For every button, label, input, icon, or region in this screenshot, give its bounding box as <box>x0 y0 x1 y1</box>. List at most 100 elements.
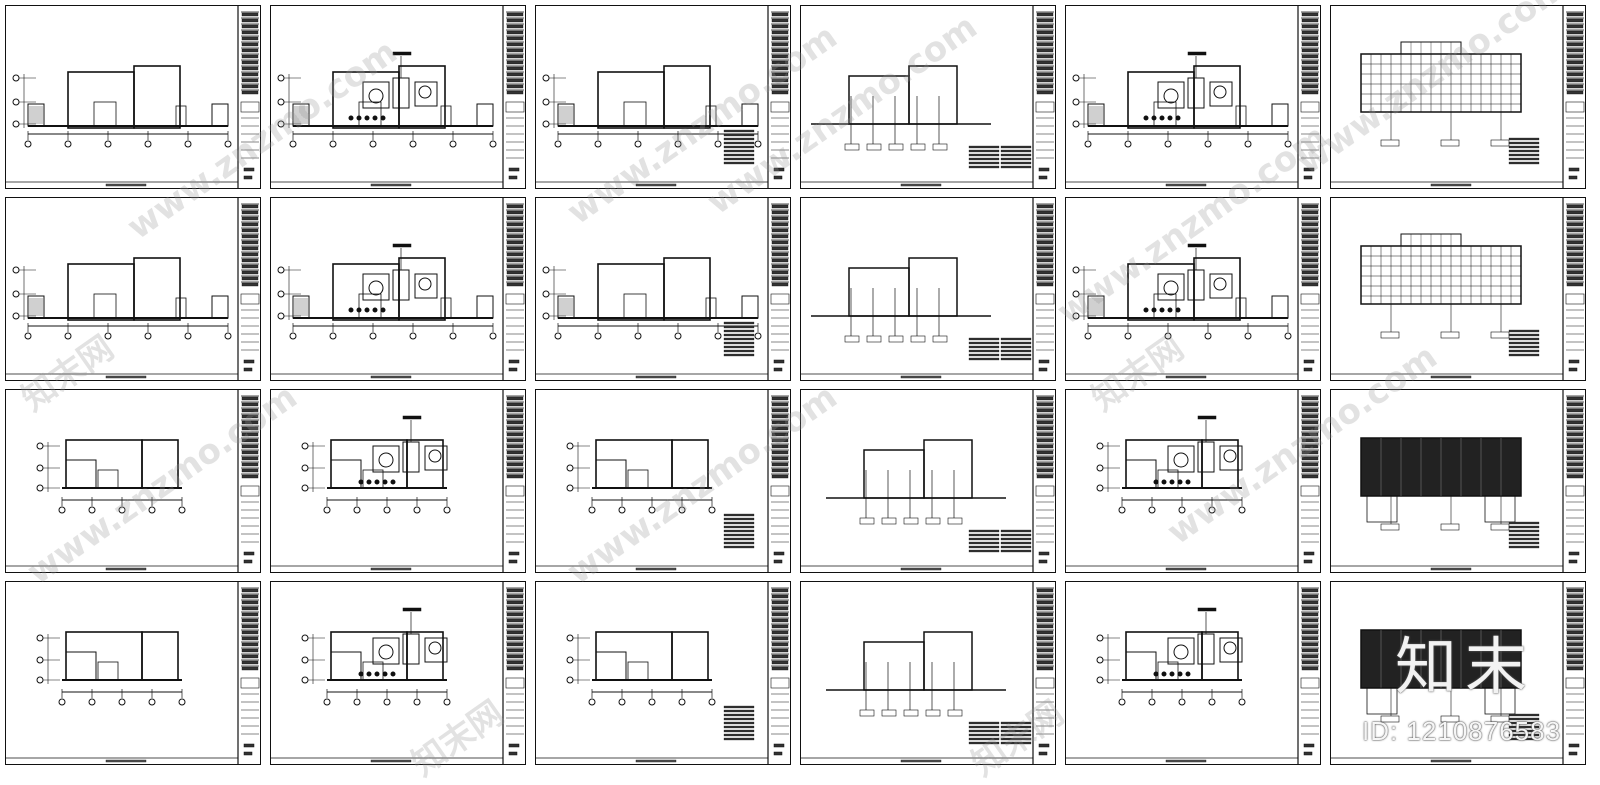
title-block <box>6 6 260 188</box>
furnished-plan <box>1143 51 1233 121</box>
title-block <box>6 198 260 380</box>
sheet-drawing <box>801 6 1055 188</box>
drawing-sheet <box>1330 197 1586 381</box>
title-block <box>536 582 790 764</box>
floor-plan <box>277 257 497 340</box>
drawing-sheet <box>270 5 526 189</box>
drawing-sheet <box>535 5 791 189</box>
drawing-sheet <box>270 389 526 573</box>
drawing-sheet <box>5 389 261 573</box>
title-block <box>801 582 1055 764</box>
title-block <box>536 390 790 572</box>
drawing-sheet <box>270 581 526 765</box>
sheet-drawing <box>271 6 525 188</box>
notes <box>723 705 755 741</box>
title-block <box>6 582 260 764</box>
drawing-sheet <box>800 581 1056 765</box>
furnished-plan <box>358 607 448 677</box>
drawing-sheet <box>535 197 791 381</box>
furnished-plan <box>1143 243 1233 313</box>
furnished-plan <box>1153 415 1243 485</box>
sheet-drawing <box>1331 582 1585 764</box>
notes <box>723 129 755 165</box>
sheet-drawing <box>6 390 260 572</box>
title-block <box>1331 582 1585 764</box>
drawing-sheet <box>5 197 261 381</box>
drawing-sheet <box>535 581 791 765</box>
title-block <box>271 6 525 188</box>
sheet-drawing <box>1331 6 1585 188</box>
title-block <box>1066 390 1320 572</box>
title-block <box>536 6 790 188</box>
furnished-plan <box>348 51 438 121</box>
drawing-sheet <box>270 197 526 381</box>
sheet-drawing <box>1066 198 1320 380</box>
title-block <box>1331 6 1585 188</box>
drawing-sheet <box>1330 389 1586 573</box>
title-block <box>1066 198 1320 380</box>
floor-plan <box>36 439 186 514</box>
drawing-sheet <box>1065 389 1321 573</box>
floor-plan <box>12 65 232 148</box>
floor-plan <box>36 631 186 706</box>
drawing-sheet <box>535 389 791 573</box>
electrical-plan <box>826 439 1032 553</box>
title-block <box>801 6 1055 188</box>
floor-plan <box>1096 439 1246 514</box>
title-block <box>271 390 525 572</box>
sheet-drawing <box>271 390 525 572</box>
title-block <box>271 582 525 764</box>
floor-plan <box>1072 65 1292 148</box>
sheet-drawing <box>801 198 1055 380</box>
notes <box>723 513 755 549</box>
title-block <box>1331 198 1585 380</box>
drawing-sheet <box>800 5 1056 189</box>
drawing-sheet <box>1330 581 1586 765</box>
furnished-plan <box>1153 607 1243 677</box>
sheet-drawing <box>6 582 260 764</box>
floor-plan <box>1096 631 1246 706</box>
furnished-plan <box>358 415 448 485</box>
ceiling-plan-grid <box>1360 233 1540 357</box>
sheet-drawing <box>1331 198 1585 380</box>
sheet-drawing <box>271 198 525 380</box>
title-block <box>801 390 1055 572</box>
sheet-drawing <box>801 582 1055 764</box>
drawing-sheet <box>5 581 261 765</box>
sheet-drawing <box>1066 390 1320 572</box>
sheet-drawing <box>1331 390 1585 572</box>
ceiling-plan-grid <box>1360 41 1540 165</box>
furnished-plan <box>348 243 438 313</box>
drawing-sheet <box>1330 5 1586 189</box>
sheet-drawing <box>271 582 525 764</box>
sheet-drawing <box>6 198 260 380</box>
title-block <box>6 390 260 572</box>
notes <box>723 321 755 357</box>
title-block <box>1066 582 1320 764</box>
sheet-drawing <box>536 198 790 380</box>
floor-plan <box>301 631 451 706</box>
sheet-drawing <box>536 390 790 572</box>
floor-plan <box>301 439 451 514</box>
ceiling-plan-dark <box>1360 629 1540 741</box>
title-block <box>1331 390 1585 572</box>
floor-plan <box>1072 257 1292 340</box>
brand-logo: 知末 <box>1395 630 1536 703</box>
floor-plan <box>12 257 232 340</box>
sheet-drawing <box>801 390 1055 572</box>
id-label: ID: 1210876583 <box>1362 716 1562 746</box>
floor-plan <box>566 439 716 514</box>
electrical-plan <box>811 257 1032 361</box>
floor-plan <box>566 631 716 706</box>
title-block <box>271 198 525 380</box>
sheet-drawing <box>1066 582 1320 764</box>
floor-plan <box>542 257 762 340</box>
electrical-plan <box>826 631 1032 745</box>
drawing-sheet <box>800 197 1056 381</box>
sheet-drawing <box>6 6 260 188</box>
electrical-plan <box>811 65 1032 169</box>
drawing-sheet <box>1065 581 1321 765</box>
drawing-sheet <box>1065 5 1321 189</box>
floor-plan <box>277 65 497 148</box>
